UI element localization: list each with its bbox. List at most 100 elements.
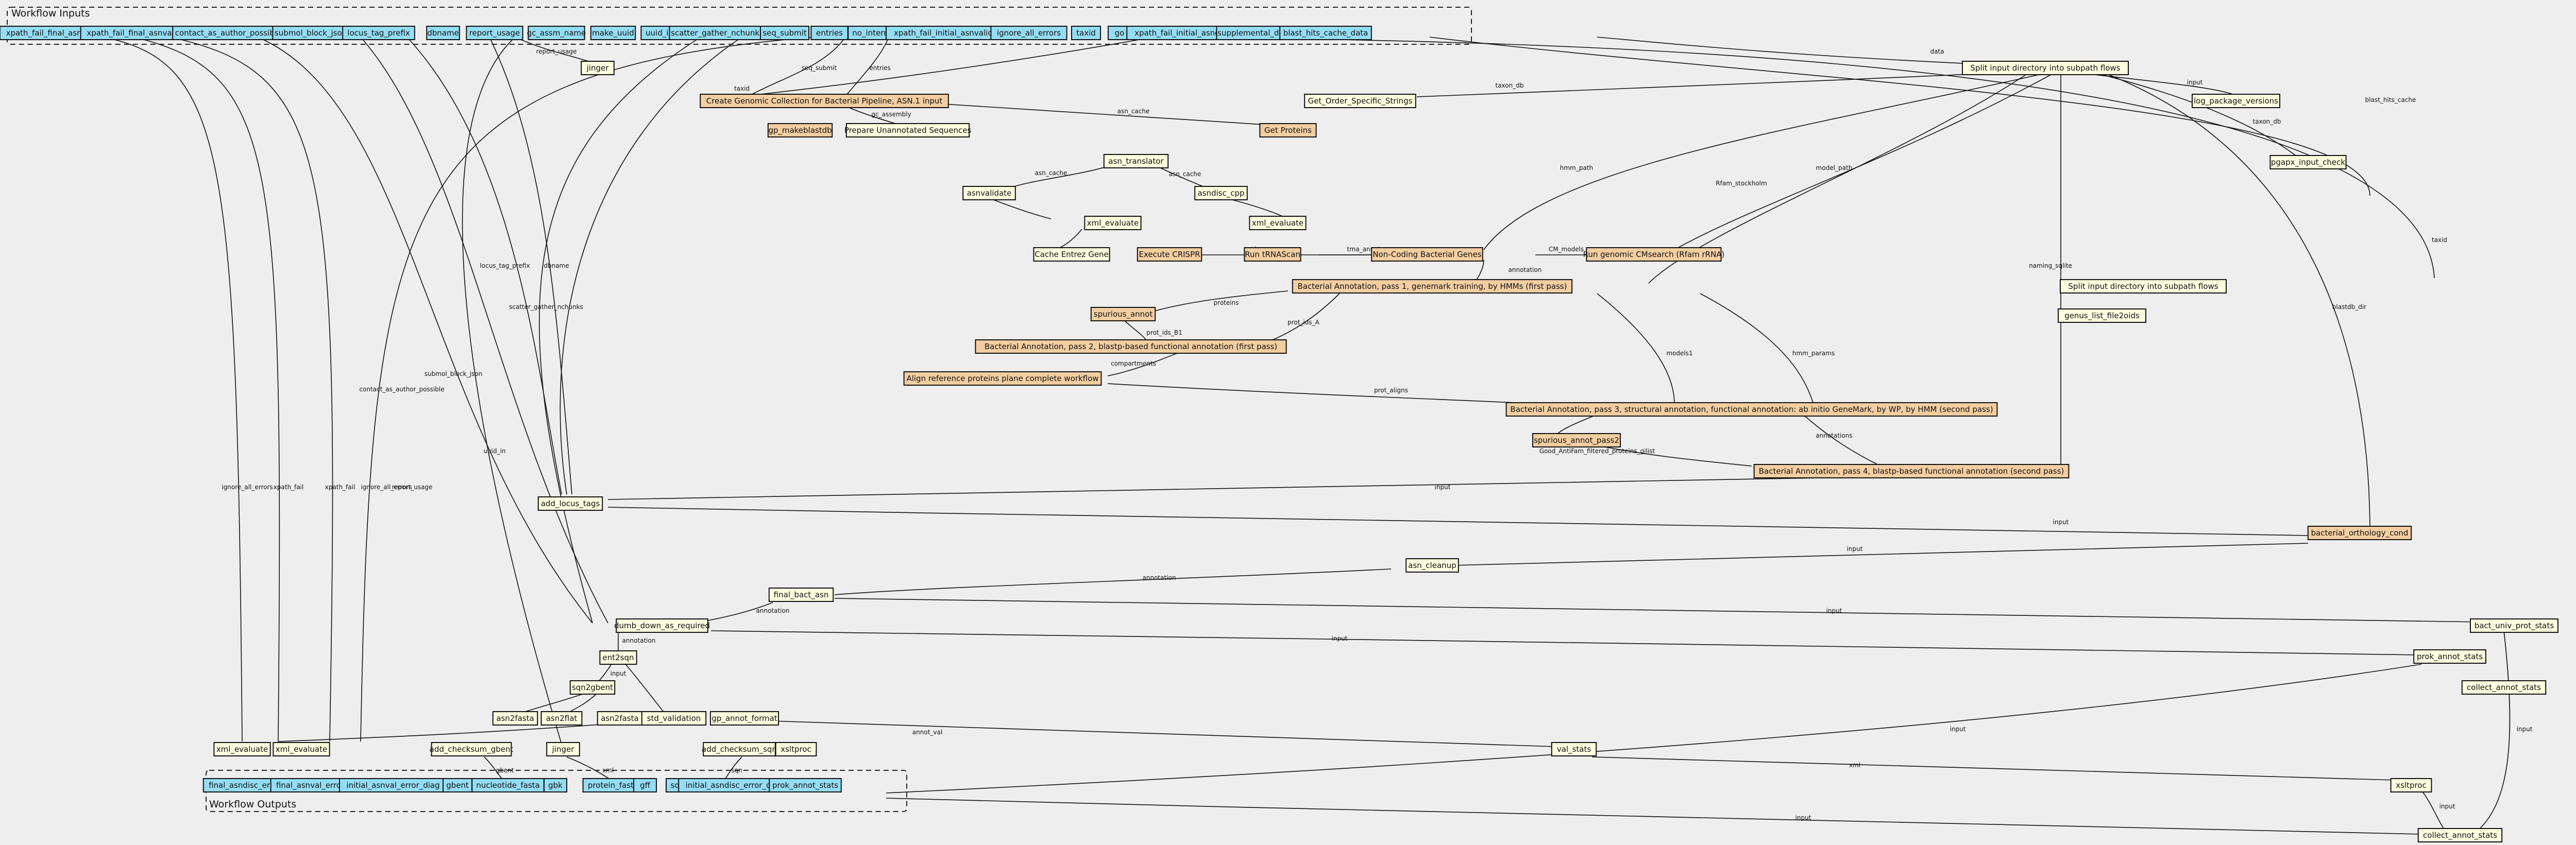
step-jinger-1[interactable]: jinger	[581, 61, 615, 75]
input-locus-tag-prefix[interactable]: locus_tag_prefix	[342, 26, 415, 40]
step-noncoding-genes[interactable]: Non-Coding Bacterial Genes	[1371, 247, 1483, 262]
step-xml-evaluate-1[interactable]: xml_evaluate	[1084, 216, 1142, 230]
step-pass1[interactable]: Bacterial Annotation, pass 1, genemark t…	[1292, 279, 1573, 294]
input-taxid[interactable]: taxid	[1071, 26, 1101, 40]
step-prepare-sequences[interactable]: Prepare Unannotated Sequences	[844, 123, 972, 137]
step-pass2[interactable]: Bacterial Annotation, pass 2, blastp-bas…	[975, 339, 1287, 354]
step-split-input-1[interactable]: Split input directory into subpath flows	[1962, 61, 2129, 75]
edge-seq-submit-genomic-collection: seq_submit	[747, 37, 846, 97]
step-val-stats-label: val_stats	[1557, 745, 1591, 754]
svg-text:gc_assembly: gc_assembly	[871, 111, 911, 118]
step-gp-makeblastdb-box	[767, 123, 833, 137]
step-val-stats-box	[1551, 742, 1597, 756]
step-split-input-2[interactable]: Split input directory into subpath flows	[2060, 279, 2227, 294]
step-gp-annot-format[interactable]: gp_annot_format	[710, 711, 779, 726]
step-std-validation[interactable]: std_validation	[641, 711, 707, 726]
input-seq-submit[interactable]: seq_submit	[760, 26, 809, 40]
step-val-stats[interactable]: val_stats	[1551, 742, 1597, 756]
step-sqn2gbent[interactable]: sqn2gbent	[569, 680, 616, 695]
step-xsltproc-1[interactable]: xsltproc	[775, 742, 817, 756]
edge-xsltproc-collect: input	[2421, 790, 2455, 831]
input-contact-as-author-possible[interactable]: contact_as_author_possible	[172, 26, 284, 40]
step-bact-univ-prot-stats-box	[2470, 618, 2558, 633]
edge-cmsearch-noncoding: CM_models	[1535, 246, 1592, 255]
step-pgapx-input-check[interactable]: pgapx_input_check	[2269, 155, 2347, 169]
input-make-uuid-box	[590, 26, 636, 40]
svg-text:input: input	[1847, 545, 1863, 553]
step-xsltproc-2-label: xsltproc	[2396, 781, 2427, 790]
step-run-cmsearch[interactable]: Run genomic CMsearch (Rfam rRNA)	[1583, 247, 1725, 262]
input-go-label: go	[1115, 28, 1125, 38]
input-xpath-fail-final-asndisc-label: xpath_fail_final_asndisc	[6, 28, 97, 38]
step-spurious-annot-1[interactable]: spurious_annot	[1090, 307, 1156, 321]
step-add-locus-tags[interactable]: add_locus_tags	[537, 496, 603, 511]
input-dbname[interactable]: dbname	[426, 26, 460, 40]
output-nucleotide-fasta[interactable]: nucleotide_fasta	[471, 778, 545, 792]
step-get-proteins[interactable]: Get Proteins	[1259, 123, 1317, 137]
workflow-inputs-label: Workflow Inputs	[11, 8, 90, 19]
step-jinger-2[interactable]: jinger	[546, 742, 580, 756]
step-asn-cleanup[interactable]: asn_cleanup	[1405, 558, 1459, 573]
input-make-uuid[interactable]: make_uuid	[590, 26, 636, 40]
step-collect-annot-stats-2[interactable]: collect_annot_stats	[2417, 828, 2503, 842]
output-gff[interactable]: gff	[633, 778, 657, 792]
svg-text:entries: entries	[869, 64, 891, 72]
step-add-checksum-gbent-box	[431, 742, 512, 756]
step-add-checksum-gbent[interactable]: add_checksum_gbent	[430, 742, 514, 756]
step-collect-annot-stats-1[interactable]: collect_annot_stats	[2461, 680, 2547, 695]
output-initial-asnval-error-diag[interactable]: initial_asnval_error_diag	[339, 778, 447, 792]
output-protein-fasta[interactable]: protein_fasta	[582, 778, 644, 792]
step-prepare-sequences-box	[845, 123, 970, 137]
edge-orthology-asn-cleanup: input	[1452, 543, 2309, 566]
step-bacterial-orthology[interactable]: bacterial_orthology_cond	[2307, 526, 2412, 540]
step-asn-translator[interactable]: asn_translator	[1103, 154, 1169, 168]
step-asn2fasta-2[interactable]: asn2fasta	[597, 711, 643, 726]
input-blast-hits-cache-data[interactable]: blast_hits_cache_data	[1279, 26, 1372, 40]
step-final-bact-asn[interactable]: final_bact_asn	[768, 588, 834, 602]
input-gc-assm-name[interactable]: gc_assm_name	[527, 26, 586, 40]
step-cache-entrez-gene[interactable]: Cache Entrez Gene	[1033, 247, 1110, 262]
step-execute-crispr[interactable]: Execute CRISPR	[1137, 247, 1202, 262]
output-prok-annot-stats[interactable]: prok_annot_stats	[769, 778, 842, 792]
step-add-checksum-sqn[interactable]: add_checksum_sqn	[702, 742, 777, 756]
step-prok-annot-stats[interactable]: prok_annot_stats	[2413, 649, 2486, 664]
input-report-usage[interactable]: report_usage	[466, 26, 523, 40]
input-scatter-gather-nchunks[interactable]: scatter_gather_nchunks	[669, 26, 766, 40]
output-gbent[interactable]: gbent	[443, 778, 472, 792]
step-run-trnascan[interactable]: Run tRNAScan	[1244, 247, 1301, 262]
step-std-validation-label: std_validation	[647, 714, 701, 723]
step-genomic-collection[interactable]: Create Genomic Collection for Bacterial …	[700, 94, 949, 108]
step-spurious-annot-2-box	[1532, 433, 1621, 447]
step-asn2fasta-1[interactable]: asn2fasta	[492, 711, 538, 726]
step-bact-univ-prot-stats[interactable]: bact_univ_prot_stats	[2470, 618, 2558, 633]
step-xml-evaluate-2[interactable]: xml_evaluate	[1249, 216, 1307, 230]
step-log-package-versions[interactable]: log_package_versions	[2192, 94, 2280, 108]
svg-text:data: data	[1930, 48, 1944, 55]
step-align-reference[interactable]: Align reference proteins plane complete …	[903, 371, 1102, 386]
step-ent2sqn[interactable]: ent2sqn	[599, 650, 637, 665]
edge-report-usage-jinger-2: report_usage	[392, 37, 562, 745]
step-dumb-down[interactable]: dumb_down_as_required	[614, 618, 710, 633]
step-xsltproc-1-label: xsltproc	[781, 745, 811, 754]
step-pass4[interactable]: Bacterial Annotation, pass 4, blastp-bas…	[1753, 464, 2070, 478]
step-xml-evaluate-4[interactable]: xml_evaluate	[273, 742, 330, 756]
step-gp-makeblastdb[interactable]: gp_makeblastdb	[767, 123, 833, 137]
step-asndisc-cpp[interactable]: asndisc_cpp	[1194, 186, 1248, 200]
step-asn2flat[interactable]: asn2flat	[540, 711, 583, 726]
step-xml-evaluate-3[interactable]: xml_evaluate	[213, 742, 271, 756]
step-asn2fasta-2-box	[597, 711, 643, 726]
output-gff-label: gff	[640, 781, 651, 790]
input-submol-block-json[interactable]: submol_block_json	[272, 26, 349, 40]
input-ignore-all-errors[interactable]: ignore_all_errors	[990, 26, 1067, 40]
step-xsltproc-2[interactable]: xsltproc	[2390, 778, 2432, 792]
step-get-order-strings[interactable]: Get_Order_Specific_Strings	[1304, 94, 1416, 108]
step-genomic-collection-box	[700, 94, 949, 108]
input-entries[interactable]: entries	[810, 26, 849, 40]
nodes[interactable]: xpath_fail_final_asndiscxpath_fail_final…	[0, 26, 2558, 842]
step-run-cmsearch-box	[1586, 247, 1722, 262]
step-spurious-annot-2[interactable]: spurious_annot_pass2	[1532, 433, 1621, 447]
output-gbk[interactable]: gbk	[544, 778, 567, 792]
step-pass3[interactable]: Bacterial Annotation, pass 3, structural…	[1505, 402, 1998, 417]
step-asnvalidate[interactable]: asnvalidate	[962, 186, 1016, 200]
step-genus-list[interactable]: genus_list_file2oids	[2058, 308, 2146, 323]
